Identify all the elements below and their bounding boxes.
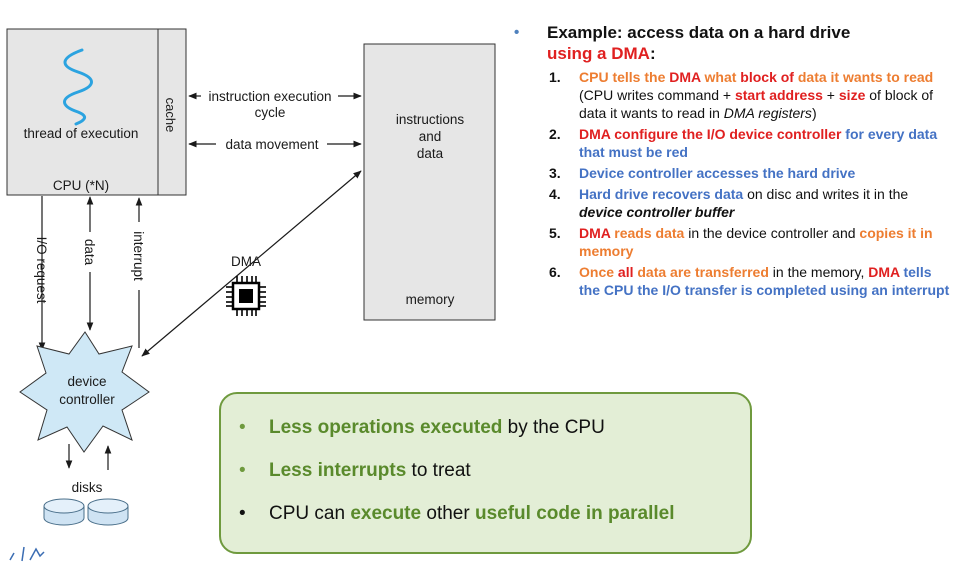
instruction-cycle-label-2: cycle — [255, 105, 286, 120]
step-number: 3. — [549, 165, 561, 181]
disk-icon — [43, 498, 85, 526]
example-heading-part2: using a DMA — [547, 44, 650, 63]
memory-content-line1: instructions — [396, 112, 465, 127]
step-item: 3. Device controller accesses the hard dr… — [547, 164, 954, 182]
step-text: Hard drive recovers data — [579, 186, 744, 202]
step-number: 6. — [549, 264, 561, 280]
step-text: on disc and writes it in the — [743, 186, 909, 202]
step-text: all — [617, 264, 634, 280]
dma-chip-icon — [226, 276, 266, 316]
step-text: CPU tells the — [579, 69, 670, 85]
example-heading-colon: : — [649, 44, 656, 63]
cpu-box — [6, 28, 187, 196]
cpu-label: CPU (*N) — [53, 178, 109, 193]
step-text: DMA configure the I/O device controller — [579, 126, 842, 142]
step-text: device controller buffer — [579, 204, 735, 220]
dma-arrow — [141, 170, 362, 357]
example-heading: • Example: access data on a hard drive u… — [514, 22, 954, 64]
step-text: DMA — [669, 69, 701, 85]
dma-label: DMA — [231, 254, 261, 269]
step-text: copies it in memory — [579, 225, 933, 259]
disk-icon — [87, 498, 129, 526]
device-controller-label-1: device — [67, 374, 106, 389]
step-text: (CPU writes command + — [579, 87, 735, 103]
step-text: Once — [579, 264, 618, 280]
heading-bullet: • — [514, 24, 520, 41]
step-number: 2. — [549, 126, 561, 142]
device-controller-label-2: controller — [59, 392, 115, 407]
step-text: start address — [734, 87, 823, 103]
step-text: DMA — [579, 225, 611, 241]
step-text: DMA registers — [723, 105, 812, 121]
step-number: 5. — [549, 225, 561, 241]
step-number: 4. — [549, 186, 561, 202]
step-text: data are transferred — [633, 264, 769, 280]
summary-text: by the CPU — [502, 417, 605, 438]
cache-label: cache — [163, 98, 178, 133]
summary-text: execute — [350, 503, 422, 524]
logo-fragment-icon — [9, 546, 45, 562]
step-text: data it wants to read — [793, 69, 934, 85]
step-item: 5. DMA reads data in the device controlle… — [547, 224, 954, 260]
memory-content-line2: and — [419, 129, 442, 144]
device-controller-star — [19, 331, 150, 453]
data-label: data — [82, 239, 97, 266]
step-text: reads data — [610, 225, 685, 241]
step-item: 2. DMA configure the I/O device controlle… — [547, 125, 954, 161]
steps-list: 1. CPU tells the DMA what block of data i… — [514, 68, 954, 299]
step-text: in the memory, — [768, 264, 869, 280]
step-text: + — [822, 87, 839, 103]
summary-list: • Less operations executed by the CPU • Les… — [237, 416, 750, 526]
step-text: for every data that must be red — [579, 126, 938, 160]
memory-label: memory — [406, 292, 455, 307]
step-item: 1. CPU tells the DMA what block of data i… — [547, 68, 954, 122]
step-text: DMA — [868, 264, 900, 280]
bullet-icon: • — [239, 417, 246, 438]
summary-text: Less interrupts — [269, 460, 407, 481]
summary-item: • Less interrupts to treat — [237, 459, 750, 483]
interrupt-label: interrupt — [131, 231, 146, 281]
step-item: 6. Once all data are transferred in the m… — [547, 263, 954, 299]
summary-text: other — [421, 503, 475, 524]
memory-box — [363, 43, 496, 321]
step-text: size — [838, 87, 866, 103]
bullet-icon: • — [239, 460, 246, 481]
disks-label: disks — [72, 480, 103, 495]
step-text: Device controller accesses the hard driv… — [579, 165, 856, 181]
example-heading-part1: Example: access data on a hard drive — [547, 23, 851, 42]
step-text: ) — [811, 105, 817, 121]
step-text: of block of data it wants to read in — [579, 87, 934, 121]
thread-of-execution-label: thread of execution — [24, 126, 139, 141]
dma-architecture-diagram: thread of execution CPU (*N) cache instr… — [6, 28, 496, 562]
io-request-label: I/O request — [34, 237, 49, 304]
thread-wave-icon — [63, 48, 93, 126]
bullet-icon: • — [239, 503, 246, 524]
data-movement-label: data movement — [225, 137, 318, 152]
step-text: block of — [740, 69, 794, 85]
step-text: tells the CPU the I/O transfer is comple… — [579, 264, 950, 298]
instruction-cycle-label-1: instruction execution — [208, 89, 331, 104]
summary-item: • Less operations executed by the CPU — [237, 416, 750, 440]
step-number: 1. — [549, 69, 561, 85]
memory-content-line3: data — [417, 146, 444, 161]
summary-box: • Less operations executed by the CPU • Les… — [219, 392, 752, 554]
example-panel: • Example: access data on a hard drive u… — [514, 22, 954, 302]
summary-text: useful code in parallel — [474, 503, 675, 524]
summary-item: • CPU can execute other useful code in pa… — [237, 502, 750, 526]
summary-text: CPU can — [269, 503, 351, 524]
summary-text: Less operations executed — [269, 417, 503, 438]
summary-text: to treat — [406, 460, 471, 481]
step-text: what — [700, 69, 741, 85]
step-item: 4. Hard drive recovers data on disc and w… — [547, 185, 954, 221]
step-text: in the device controller and — [684, 225, 860, 241]
